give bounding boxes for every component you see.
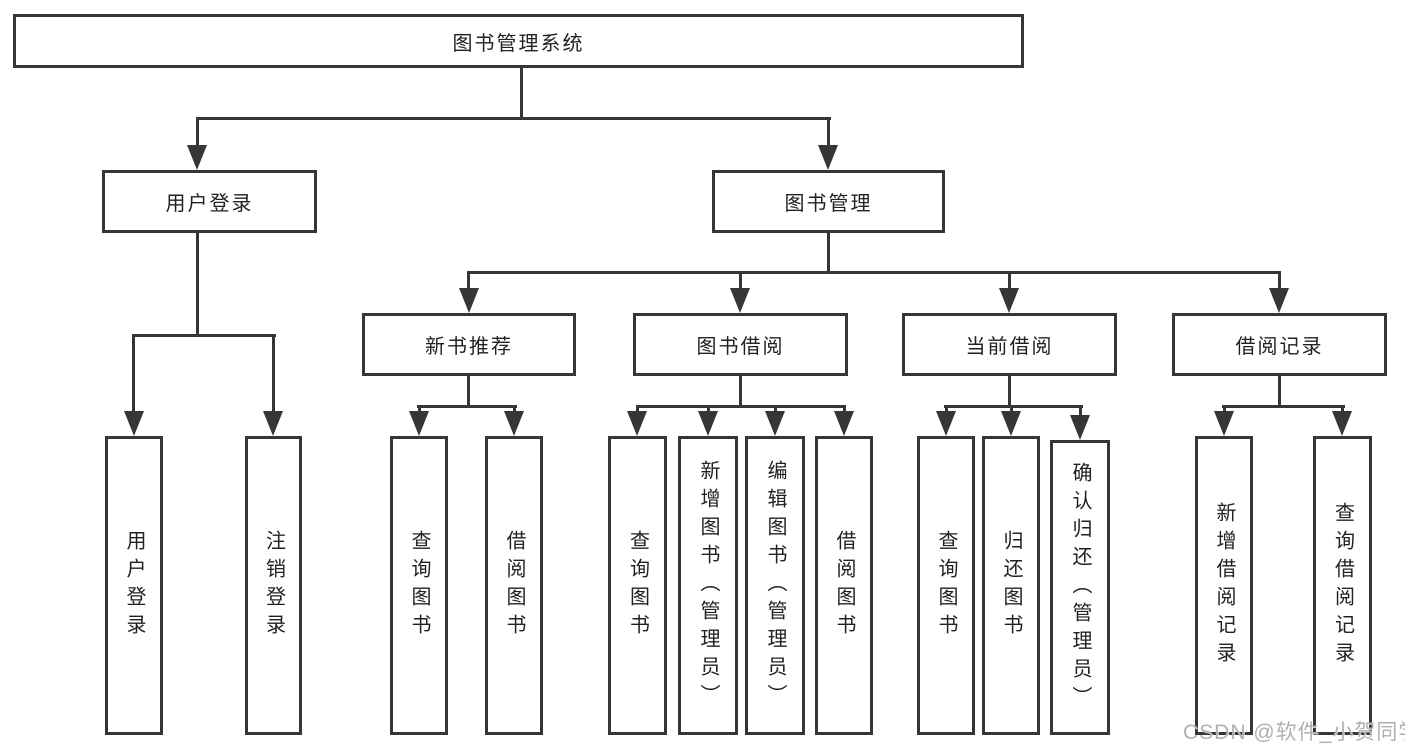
leaf-current-return-label: 归还图书 [1000, 529, 1022, 642]
arrow-down-icon [698, 411, 718, 436]
connector-line [944, 405, 1083, 408]
node-current-borrow-label: 当前借阅 [965, 336, 1054, 358]
arrow-down-icon [1070, 415, 1090, 440]
arrow-down-icon [936, 411, 956, 436]
connector-line [774, 405, 777, 414]
connector-line [196, 117, 831, 120]
node-book-borrow: 图书借阅 [633, 313, 848, 376]
connector-line [513, 405, 516, 414]
leaf-records-add-label: 新增借阅记录 [1213, 501, 1235, 670]
connector-line [843, 405, 846, 414]
node-root-label: 图书管理系统 [452, 32, 585, 55]
connector-line [707, 405, 710, 414]
arrow-down-icon [730, 288, 750, 313]
arrow-down-icon [999, 288, 1019, 313]
node-book-borrow-label: 图书借阅 [696, 336, 785, 358]
leaf-newbooks-borrow: 借阅图书 [485, 436, 543, 735]
node-book-mgmt-label: 图书管理 [784, 193, 873, 215]
connector-line [1341, 405, 1344, 414]
connector-line [1222, 405, 1345, 408]
arrow-down-icon [459, 288, 479, 313]
leaf-records-query: 查询借阅记录 [1313, 436, 1372, 735]
leaf-current-query-label: 查询图书 [935, 529, 957, 642]
arrow-down-icon [1332, 411, 1352, 436]
leaf-user-login: 用户登录 [105, 436, 163, 735]
leaf-borrow-borrow-label: 借阅图书 [833, 529, 855, 642]
arrow-down-icon [765, 411, 785, 436]
leaf-current-confirm-admin-label: 确认归还（管理员） [1069, 461, 1091, 714]
connector-line [520, 68, 523, 120]
connector-line [739, 376, 742, 407]
connector-line [418, 405, 421, 414]
node-user-login: 用户登录 [102, 170, 317, 233]
leaf-borrow-edit-admin: 编辑图书（管理员） [745, 436, 805, 735]
leaf-newbooks-query-label: 查询图书 [408, 529, 430, 642]
connector-line [132, 334, 135, 412]
connector-line [467, 376, 470, 407]
leaf-user-login-label: 用户登录 [123, 529, 145, 642]
node-borrow-records: 借阅记录 [1172, 313, 1387, 376]
connector-line [1010, 405, 1013, 414]
connector-line [1278, 376, 1281, 407]
connector-line [196, 117, 199, 149]
node-current-borrow: 当前借阅 [902, 313, 1117, 376]
connector-line [1008, 376, 1011, 407]
arrow-down-icon [627, 411, 647, 436]
leaf-current-query: 查询图书 [917, 436, 975, 735]
arrow-down-icon [263, 411, 283, 436]
node-root: 图书管理系统 [13, 14, 1024, 68]
node-new-books: 新书推荐 [362, 313, 576, 376]
connector-line [945, 405, 948, 414]
connector-line [467, 271, 470, 291]
connector-line [467, 271, 1281, 274]
leaf-borrow-edit-admin-label: 编辑图书（管理员） [764, 459, 786, 712]
arrow-down-icon [504, 411, 524, 436]
leaf-logout: 注销登录 [245, 436, 302, 735]
connector-line [1079, 405, 1082, 417]
node-user-login-label: 用户登录 [165, 193, 254, 215]
connector-line [1223, 405, 1226, 414]
leaf-current-confirm-admin: 确认归还（管理员） [1050, 440, 1110, 735]
leaf-records-add: 新增借阅记录 [1195, 436, 1253, 735]
leaf-records-query-label: 查询借阅记录 [1331, 501, 1354, 670]
arrow-down-icon [1269, 288, 1289, 313]
node-borrow-records-label: 借阅记录 [1235, 336, 1324, 358]
arrow-down-icon [818, 145, 838, 170]
node-new-books-label: 新书推荐 [425, 336, 513, 358]
connector-line [417, 405, 517, 408]
leaf-newbooks-query: 查询图书 [390, 436, 448, 735]
node-book-mgmt: 图书管理 [712, 170, 945, 233]
leaf-borrow-add-admin: 新增图书（管理员） [678, 436, 738, 735]
connector-line [1278, 271, 1281, 291]
connector-line [739, 271, 742, 291]
arrow-down-icon [1214, 411, 1234, 436]
connector-line [272, 334, 275, 412]
leaf-current-return: 归还图书 [982, 436, 1040, 735]
leaf-borrow-add-admin-label: 新增图书（管理员） [697, 459, 719, 712]
connector-line [827, 117, 830, 149]
connector-line [1008, 271, 1011, 291]
leaf-logout-label: 注销登录 [262, 529, 285, 642]
leaf-borrow-borrow: 借阅图书 [815, 436, 873, 735]
leaf-borrow-query: 查询图书 [608, 436, 667, 735]
arrow-down-icon [124, 411, 144, 436]
arrow-down-icon [187, 145, 207, 170]
leaf-borrow-query-label: 查询图书 [626, 529, 649, 642]
connector-line [636, 405, 639, 414]
arrow-down-icon [1001, 411, 1021, 436]
watermark-text: CSDN @软件_小贺同学 [1183, 721, 1405, 744]
connector-line [196, 233, 199, 337]
connector-line [636, 405, 846, 408]
arrow-down-icon [409, 411, 429, 436]
arrow-down-icon [834, 411, 854, 436]
connector-line [132, 334, 276, 337]
connector-line [827, 233, 830, 274]
leaf-newbooks-borrow-label: 借阅图书 [503, 529, 525, 642]
